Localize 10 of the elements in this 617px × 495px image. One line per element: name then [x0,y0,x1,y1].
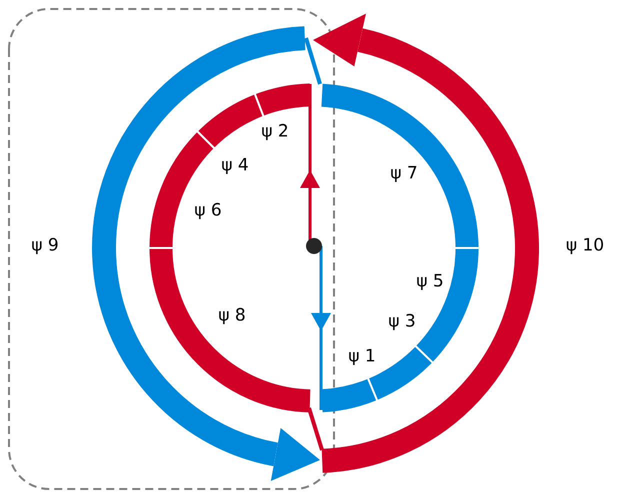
psi-label: ψ 5 [417,274,442,290]
psi-label: ψ 8 [219,308,245,324]
psi-label: ψ 3 [389,314,414,330]
psi-label: ψ 6 [195,202,221,220]
psi-label: ψ 4 [222,158,248,174]
psi-label: ψ 1 [349,349,374,365]
psi-label: ψ 10 [566,238,603,254]
psi-label: ψ 2 [262,124,287,140]
psi-label: ψ 9 [32,238,58,254]
psi-label: ψ 7 [391,166,416,182]
